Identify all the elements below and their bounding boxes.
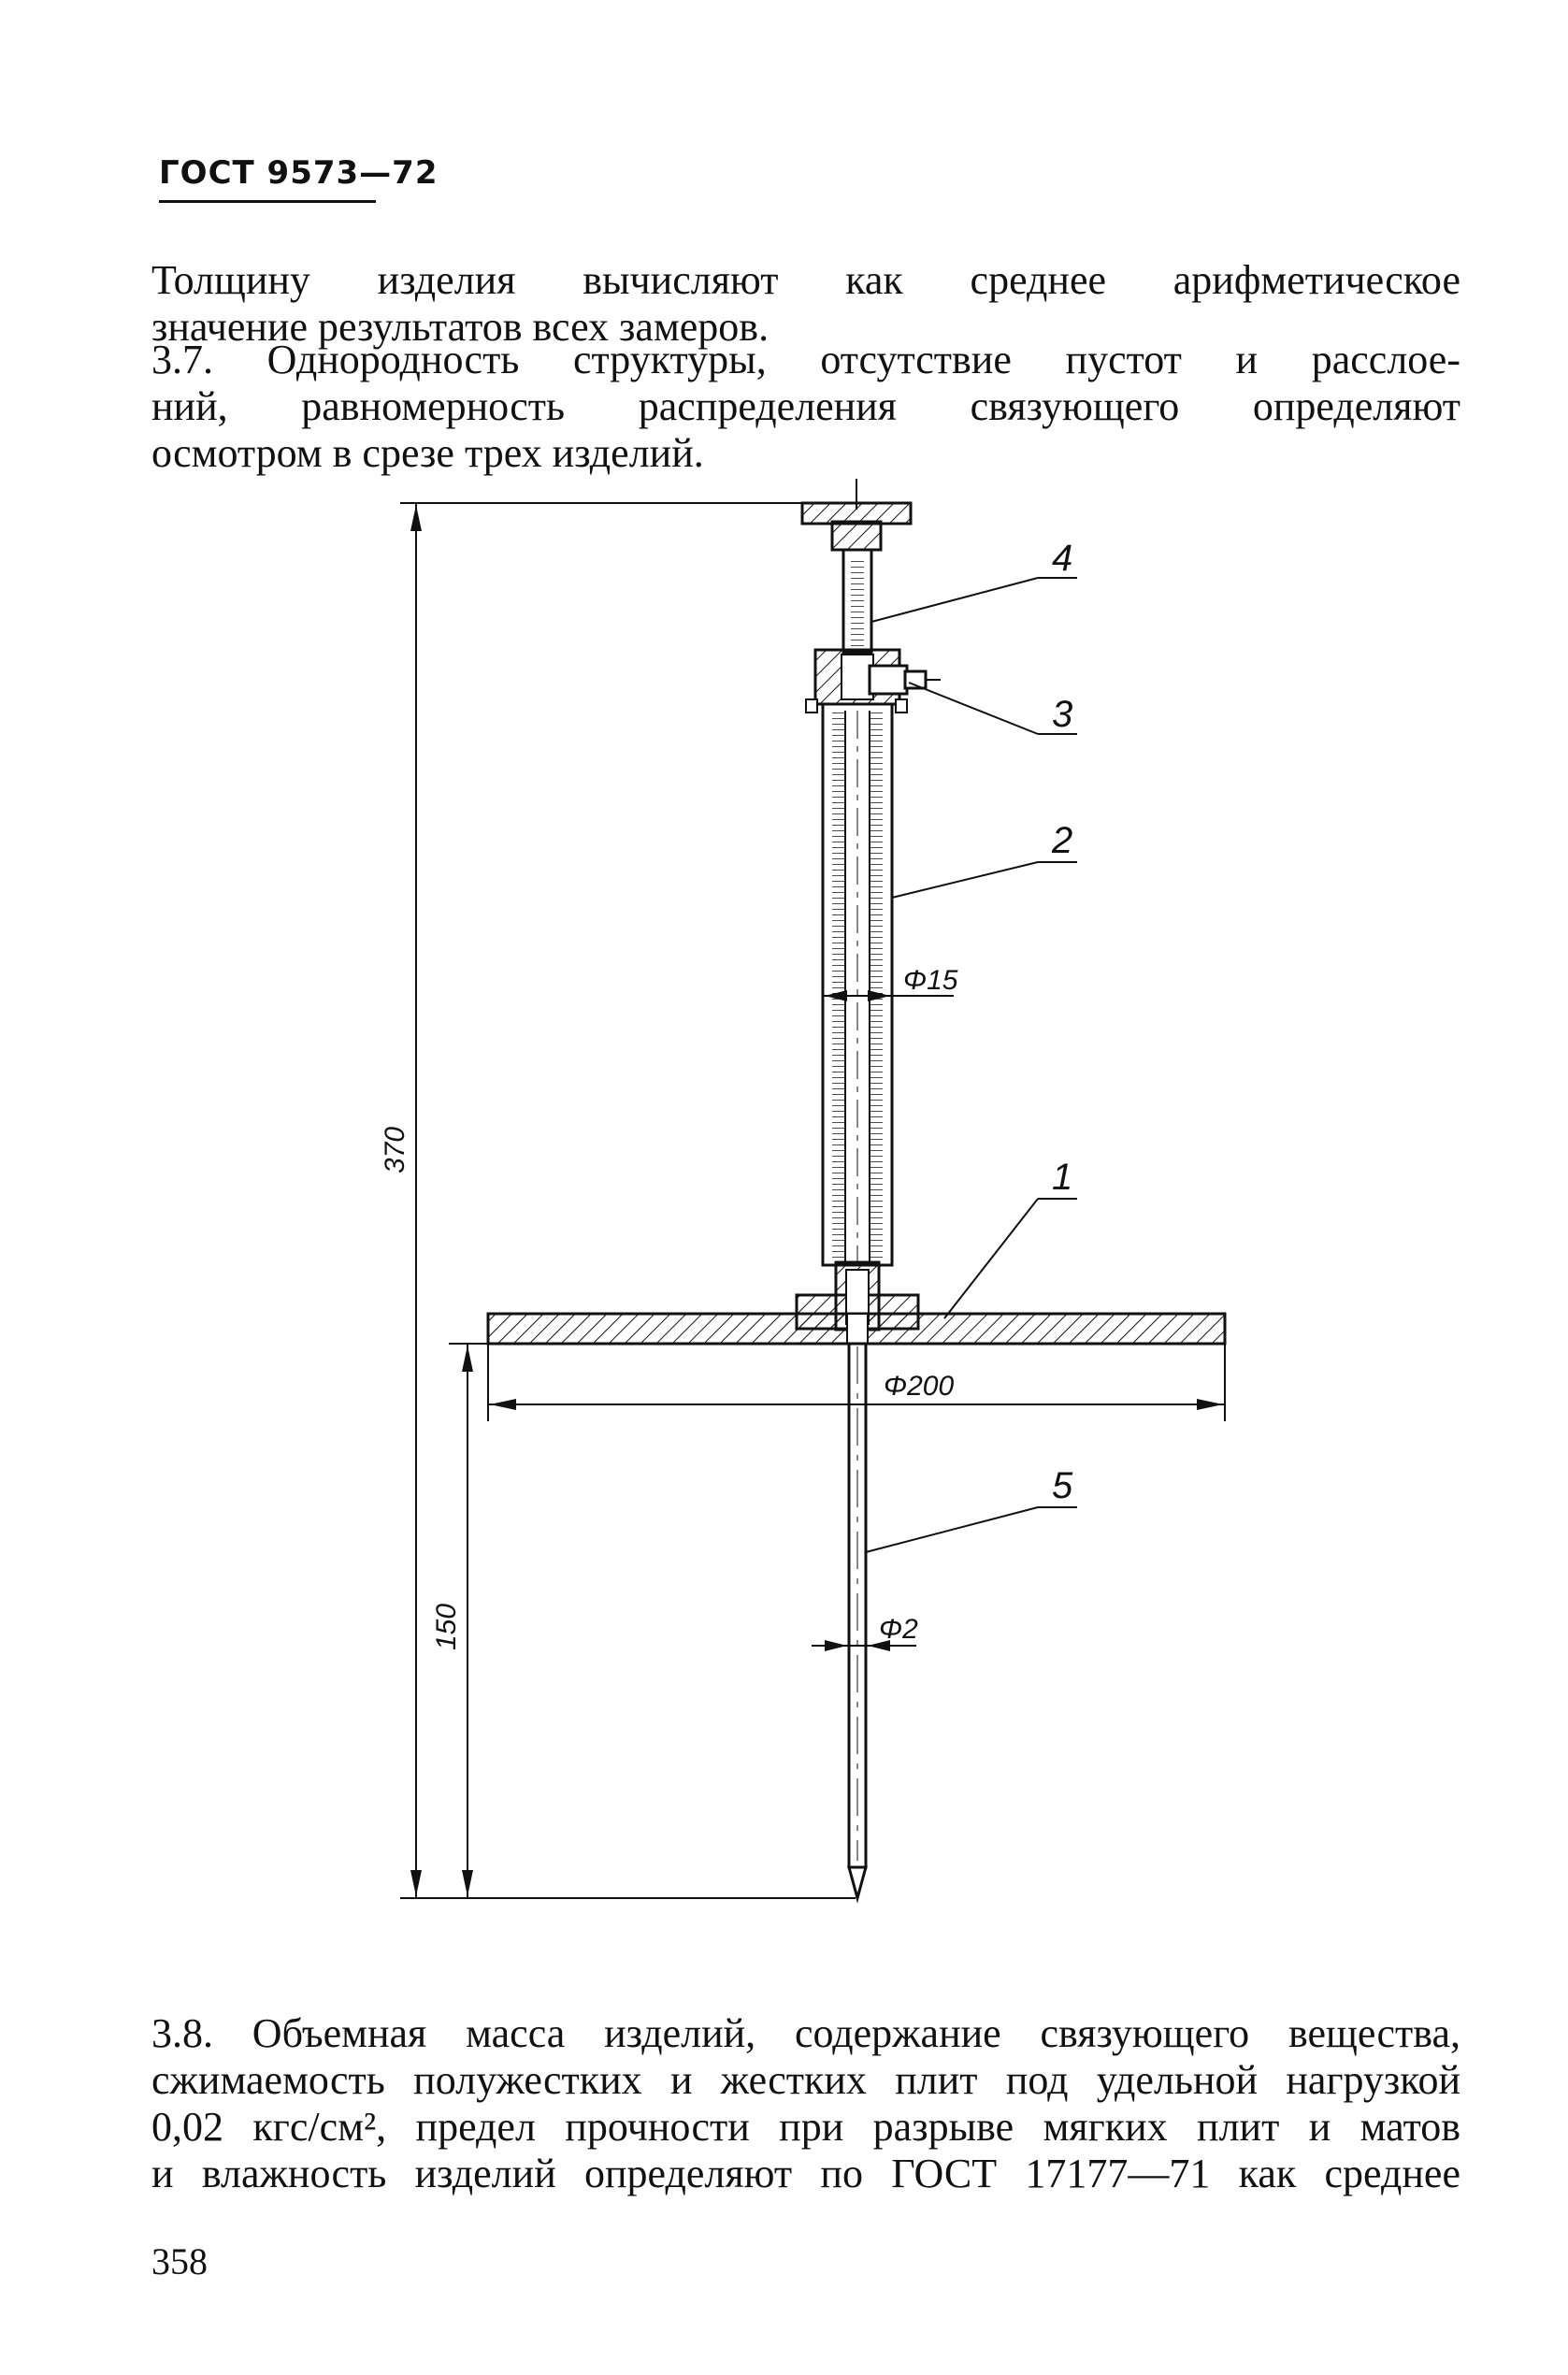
- top-handle: [800, 479, 913, 552]
- dimension-disk-diameter: Φ200: [487, 1344, 1226, 1421]
- paragraph-line: 3.7. Однородность структуры, отсутствие …: [151, 337, 1460, 382]
- callout-label: 3: [1052, 694, 1072, 735]
- dimension-overall-height: 370: [380, 502, 856, 1899]
- dimension-label-370: 370: [380, 1127, 410, 1173]
- paragraph-line: осмотром в срезе трех изделий.: [151, 430, 704, 476]
- dimension-label-phi2: Φ2: [879, 1614, 918, 1645]
- page-number: 358: [151, 2240, 208, 2282]
- paragraph-line: 3.8. Объемная масса изделий, содержание …: [151, 2010, 1460, 2056]
- base-disk-1: [486, 1312, 1227, 1346]
- paragraph-line: Толщину изделия вычисляют как среднее ар…: [151, 257, 1460, 303]
- callout-4: 4: [870, 538, 1077, 623]
- callout-1: 1: [943, 1157, 1077, 1319]
- callout-2: 2: [891, 820, 1077, 899]
- callout-5: 5: [865, 1465, 1077, 1553]
- locking-collar-3: [805, 648, 941, 713]
- dimension-tube-diameter: Φ15: [823, 965, 958, 1001]
- standard-header: ГОСТ 9573—72: [159, 154, 439, 192]
- dimension-probe-diameter: Φ2: [812, 1614, 918, 1651]
- paragraph-line: и влажность изделий определяют по ГОСТ 1…: [151, 2151, 1460, 2196]
- dimension-label-150: 150: [431, 1604, 462, 1650]
- callout-label: 1: [1052, 1157, 1072, 1198]
- callout-label: 4: [1052, 538, 1072, 579]
- paragraph-thickness: Толщину изделия вычисляют как среднее ар…: [151, 257, 1460, 351]
- tube-2: [821, 702, 894, 1267]
- probe-device-drawing: 370 150 Φ200 Φ15: [380, 479, 1227, 1904]
- paragraph-line: сжимаемость полужестких и жестких плит п…: [151, 2057, 1460, 2103]
- rod-4: [842, 548, 873, 655]
- header-underline: [159, 200, 376, 203]
- dimension-label-phi15: Φ15: [903, 965, 958, 996]
- paragraph-3-7: 3.7. Однородность структуры, отсутствие …: [151, 337, 1460, 477]
- callout-label: 2: [1051, 820, 1072, 861]
- probe-needle-5: [847, 1342, 868, 1904]
- paragraph-line: значение результатов всех замеров.: [151, 304, 770, 350]
- callout-3: 3: [908, 682, 1077, 735]
- paragraph-line: 0,02 кгс/см², предел прочности при разры…: [151, 2104, 1460, 2150]
- dimension-label-phi200: Φ200: [884, 1371, 954, 1402]
- dimension-probe-length: 150: [431, 1343, 488, 1898]
- paragraph-line: ний, равномерность распределения связующ…: [151, 383, 1460, 429]
- callout-label: 5: [1052, 1465, 1073, 1506]
- paragraph-3-8: 3.8. Объемная масса изделий, содержание …: [151, 2010, 1460, 2197]
